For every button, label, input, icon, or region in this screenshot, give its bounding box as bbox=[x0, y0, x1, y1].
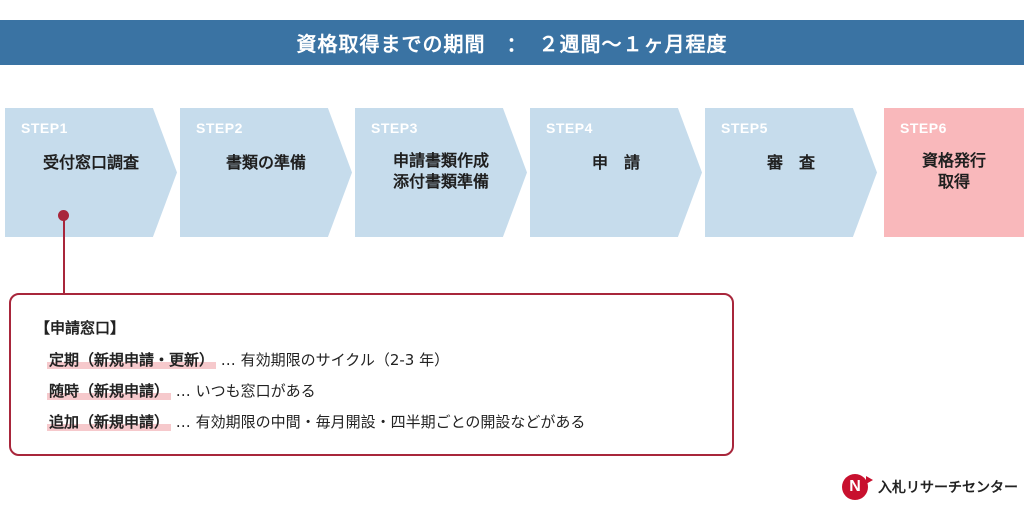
row-name: 追加（新規申請） bbox=[47, 413, 172, 431]
box-title: 【申請窓口】 bbox=[35, 319, 126, 337]
brand-logo: N 入札リサーチセンター bbox=[842, 474, 1018, 500]
step-number: STEP2 bbox=[196, 120, 243, 136]
step-number: STEP4 bbox=[546, 120, 593, 136]
step-4: STEP4 申 請 bbox=[530, 108, 702, 237]
window-row-anytime: 随時（新規申請） … いつも窓口がある bbox=[47, 380, 316, 401]
step-label: 申 請 bbox=[591, 153, 640, 172]
row-name: 随時（新規申請） bbox=[47, 382, 172, 400]
step-label: 審 査 bbox=[766, 153, 815, 172]
connector-dot bbox=[58, 210, 69, 221]
step-number: STEP1 bbox=[21, 120, 68, 136]
step-2: STEP2 書類の準備 bbox=[180, 108, 352, 237]
logo-text: 入札リサーチセンター bbox=[878, 480, 1018, 496]
application-window-box: 【申請窓口】 定期（新規申請・更新） … 有効期限のサイクル（2-3 年） 随時… bbox=[9, 293, 734, 456]
step-number: STEP5 bbox=[721, 120, 768, 136]
step-5: STEP5 審 査 bbox=[705, 108, 877, 237]
window-row-additional: 追加（新規申請） … 有効期限の中間・毎月開設・四半期ごとの開設などがある bbox=[47, 411, 585, 432]
step-label: 資格発行 取得 bbox=[921, 151, 986, 191]
logo-icon: N bbox=[842, 474, 873, 500]
window-row-periodic: 定期（新規申請・更新） … 有効期限のサイクル（2-3 年） bbox=[47, 349, 449, 370]
banner-title: 資格取得までの期間 ： ２週間〜１ヶ月程度 bbox=[296, 32, 728, 56]
step-6: STEP6 資格発行 取得 bbox=[884, 108, 1024, 237]
step-label: 受付窓口調査 bbox=[42, 153, 139, 172]
step-label: 書類の準備 bbox=[225, 153, 306, 172]
connector-line bbox=[63, 216, 65, 294]
step-1: STEP1 受付窓口調査 bbox=[5, 108, 177, 237]
step-number: STEP3 bbox=[371, 120, 418, 136]
row-name: 定期（新規申請・更新） bbox=[47, 351, 217, 369]
row-description: … いつも窓口がある bbox=[175, 382, 316, 400]
step-number: STEP6 bbox=[900, 120, 947, 136]
header-banner: 資格取得までの期間 ： ２週間〜１ヶ月程度 bbox=[0, 20, 1024, 65]
step-label: 申請書類作成 添付書類準備 bbox=[392, 151, 489, 191]
step-3: STEP3 申請書類作成 添付書類準備 bbox=[355, 108, 527, 237]
row-description: … 有効期限のサイクル（2-3 年） bbox=[220, 351, 450, 369]
row-description: … 有効期限の中間・毎月開設・四半期ごとの開設などがある bbox=[175, 413, 586, 431]
